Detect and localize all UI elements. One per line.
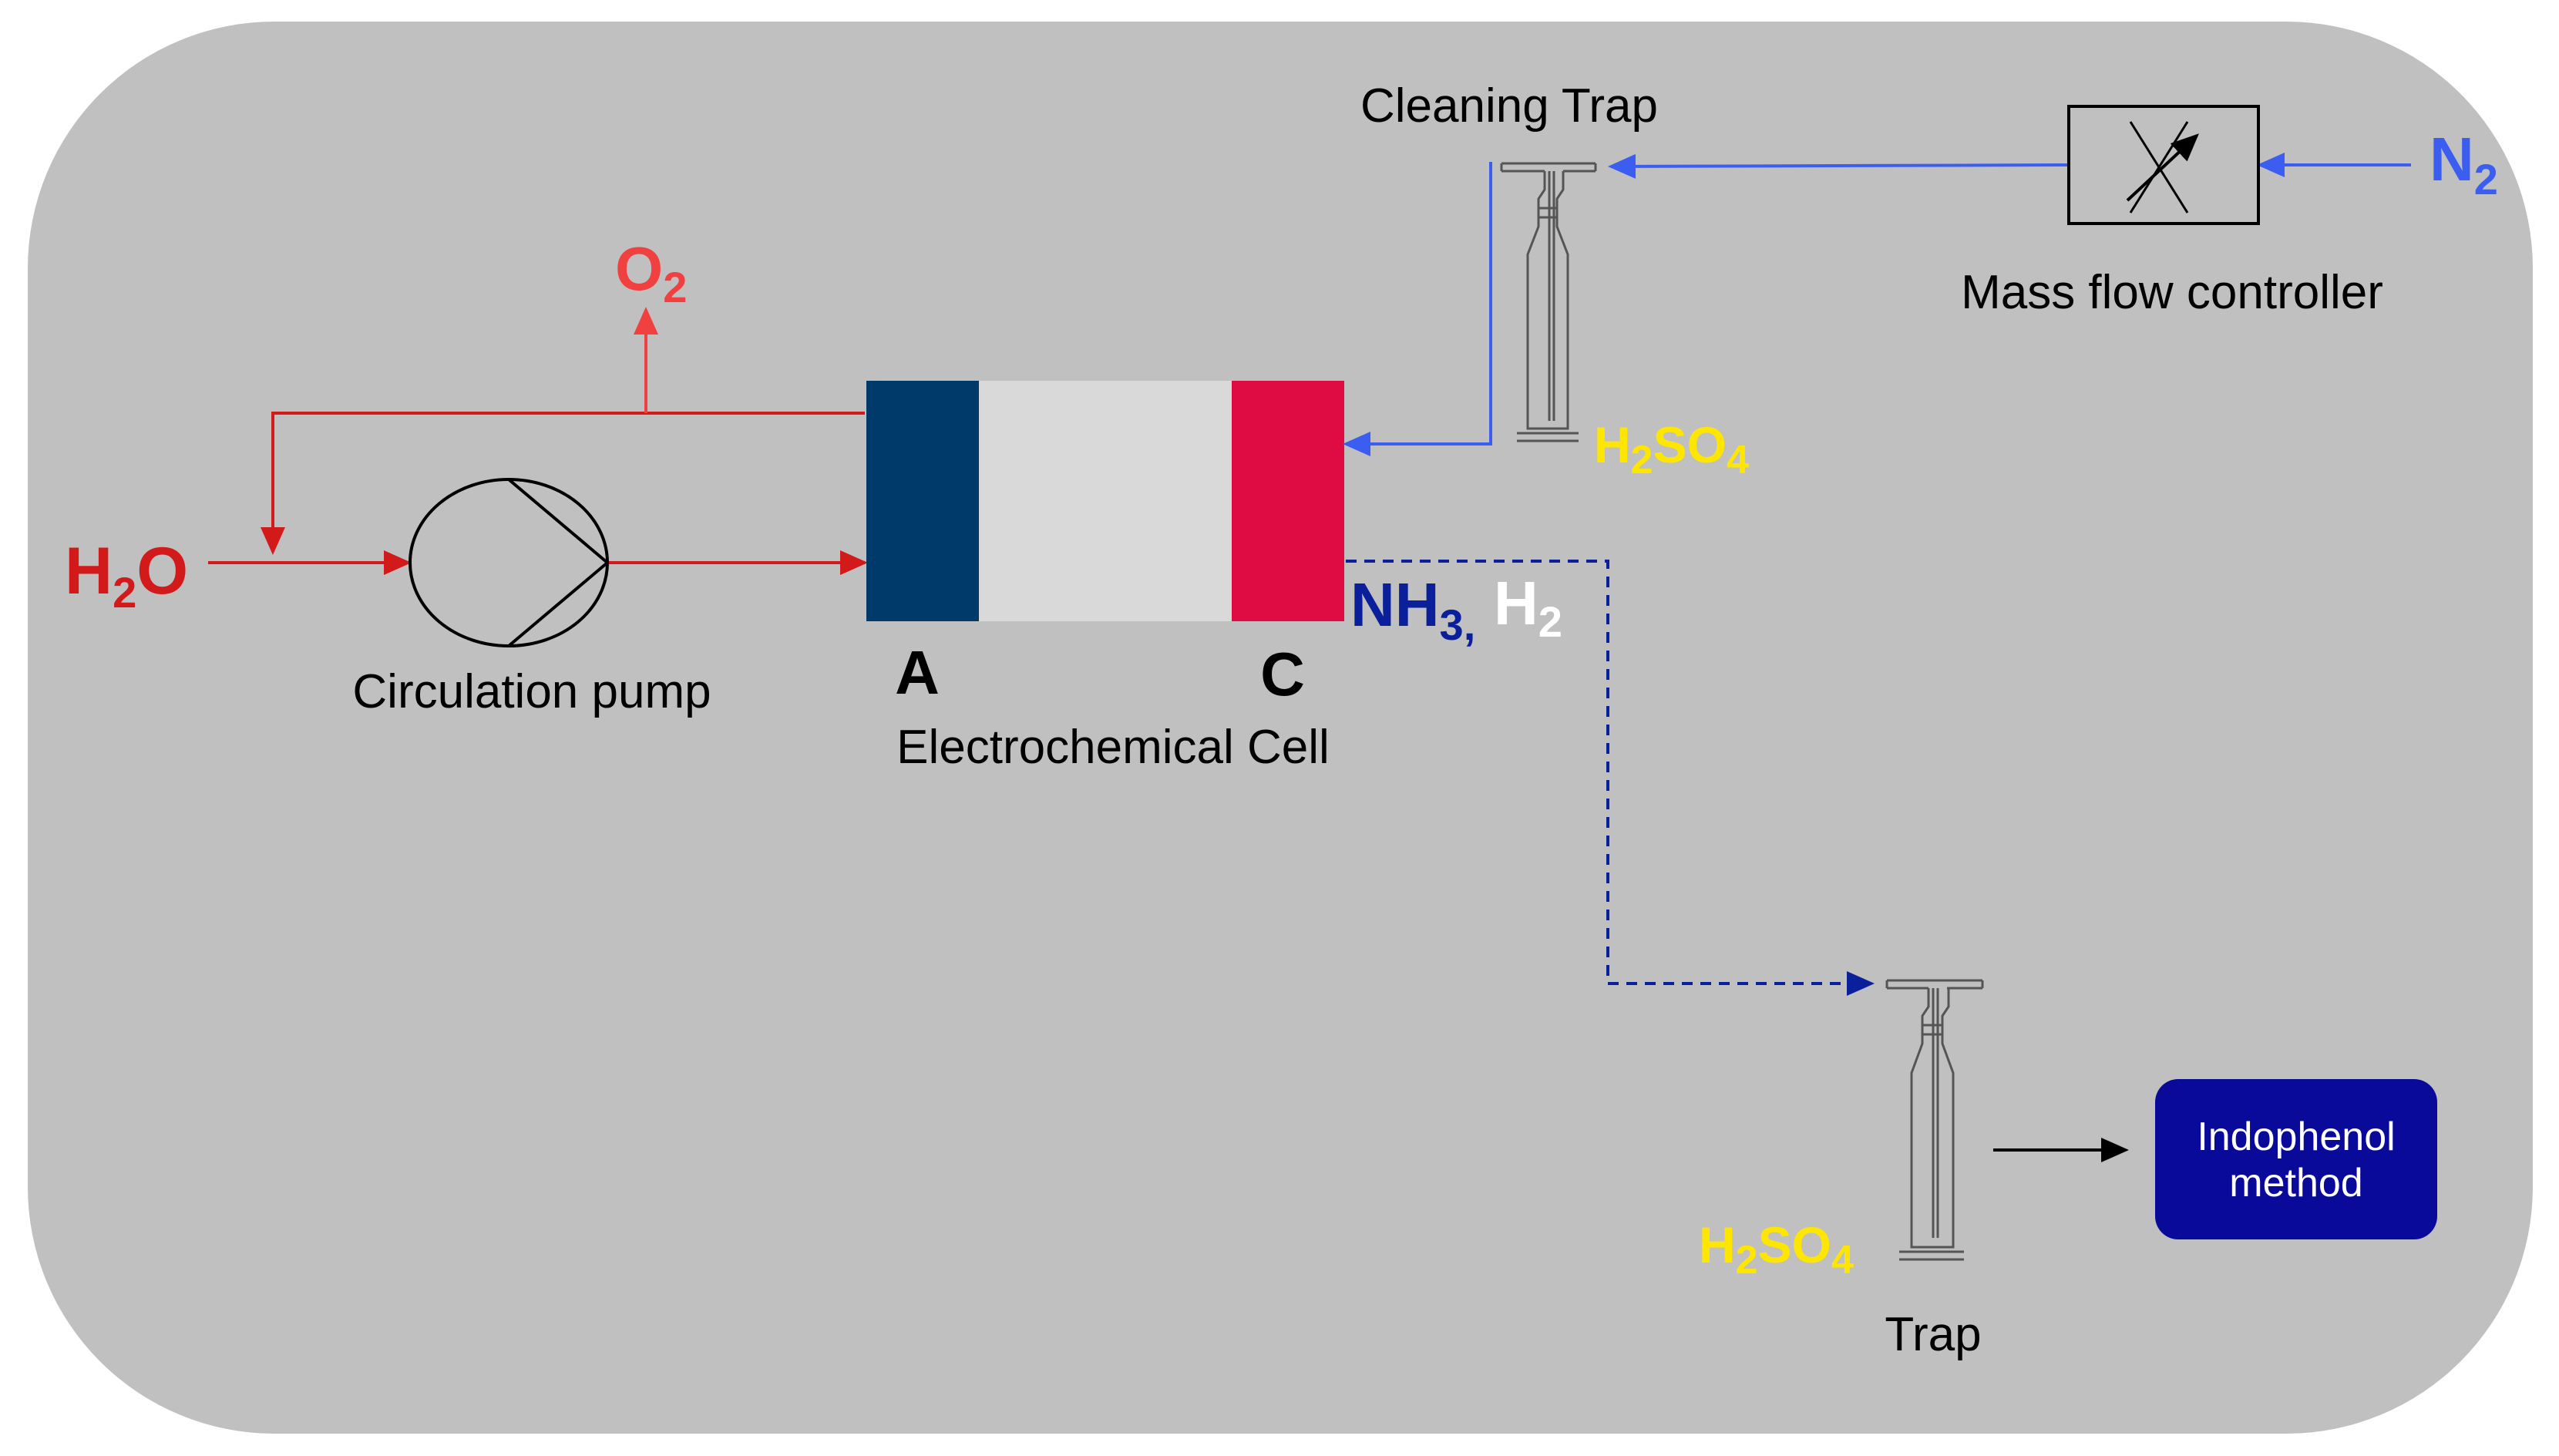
nitrogen-sub: 2	[2474, 155, 2498, 203]
acid-top-s2: 4	[1727, 438, 1749, 483]
acid-top-s1: 2	[1631, 438, 1653, 483]
water-main: H	[65, 534, 113, 608]
oxygen-label: O2	[615, 234, 687, 311]
background-panel	[28, 22, 2533, 1434]
hydrogen-main: H	[1494, 569, 1538, 637]
indophenol-method-box	[2155, 1079, 2437, 1239]
acid-bottom-a: H	[1699, 1216, 1736, 1273]
circulation-pump-label: Circulation pump	[352, 665, 711, 718]
hydrogen-label: H2	[1494, 569, 1562, 646]
cathode-block	[1232, 381, 1344, 621]
water-sub: 2	[113, 568, 136, 617]
anode-block	[866, 381, 979, 621]
electrochemical-cell	[866, 381, 1344, 621]
ammonia-main: NH	[1350, 570, 1440, 639]
membrane-block	[979, 381, 1232, 621]
trap-label: Trap	[1885, 1308, 1981, 1361]
water-tail: O	[136, 534, 188, 608]
mass-flow-controller-icon	[2067, 105, 2260, 225]
electrochemical-cell-label: Electrochemical Cell	[896, 721, 1330, 774]
oxygen-sub: 2	[663, 263, 687, 311]
nitrogen-line	[1343, 153, 2411, 456]
acid-label-trap: H2SO4	[1699, 1216, 1854, 1283]
indophenol-line1: Indophenol	[2197, 1115, 2395, 1159]
acid-bottom-s2: 4	[1831, 1238, 1854, 1283]
hydrogen-sub: 2	[1538, 597, 1562, 646]
acid-label-cleaning-trap: H2SO4	[1594, 416, 1749, 483]
cathode-letter: C	[1260, 640, 1305, 708]
product-line	[1346, 560, 1875, 996]
cleaning-trap-bottle-icon	[1500, 162, 1597, 442]
acid-bottom-s1: 2	[1736, 1238, 1758, 1283]
oxygen-main: O	[615, 234, 663, 303]
ammonia-sub: 3,	[1440, 600, 1476, 649]
cleaning-trap-label: Cleaning Trap	[1360, 79, 1658, 133]
anode-letter: A	[895, 638, 940, 707]
acid-top-b: SO	[1653, 416, 1727, 473]
acid-top-a: H	[1594, 416, 1631, 473]
water-loop	[208, 412, 868, 575]
indophenol-line2: method	[2229, 1161, 2362, 1205]
acid-bottom-b: SO	[1758, 1216, 1831, 1273]
circulation-pump-icon	[409, 478, 609, 647]
water-label: H2O	[65, 534, 188, 617]
trap-bottle-icon	[1885, 979, 1984, 1261]
ammonia-label: NH3,	[1350, 570, 1475, 649]
nitrogen-label: N2	[2430, 125, 2498, 203]
mass-flow-controller-label: Mass flow controller	[1961, 266, 2383, 319]
nitrogen-main: N	[2430, 125, 2474, 193]
